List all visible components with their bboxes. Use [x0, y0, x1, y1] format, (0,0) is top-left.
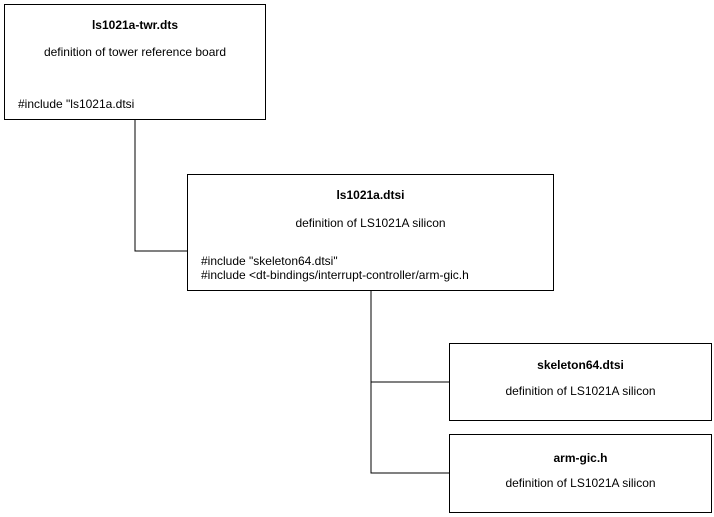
connector-board-to-silicon — [134, 120, 187, 252]
node-arm-gic-header: arm-gic.h definition of LS1021A silicon — [449, 434, 712, 513]
node-title: ls1021a-twr.dts — [91, 18, 179, 32]
node-silicon-dtsi: ls1021a.dtsi definition of LS1021A silic… — [187, 174, 554, 291]
connector-silicon-to-skeleton — [370, 291, 449, 383]
connector-silicon-to-armgic — [370, 382, 449, 474]
include-line: #include <dt-bindings/interrupt-controll… — [201, 268, 469, 282]
node-title: ls1021a.dtsi — [336, 188, 405, 202]
include-line: #include "ls1021a.dtsi — [18, 97, 135, 111]
node-title: arm-gic.h — [553, 451, 608, 465]
node-description: definition of LS1021A silicon — [505, 384, 656, 398]
node-title: skeleton64.dtsi — [537, 358, 624, 372]
node-description: definition of LS1021A silicon — [295, 216, 446, 230]
include-line: #include "skeleton64.dtsi" — [201, 254, 338, 268]
node-description: definition of tower reference board — [43, 45, 227, 59]
node-skeleton-dtsi: skeleton64.dtsi definition of LS1021A si… — [449, 343, 712, 421]
node-board-dts: ls1021a-twr.dts definition of tower refe… — [4, 4, 266, 120]
node-description: definition of LS1021A silicon — [505, 476, 656, 490]
include-list: #include "skeleton64.dtsi" #include <dt-… — [201, 254, 469, 282]
